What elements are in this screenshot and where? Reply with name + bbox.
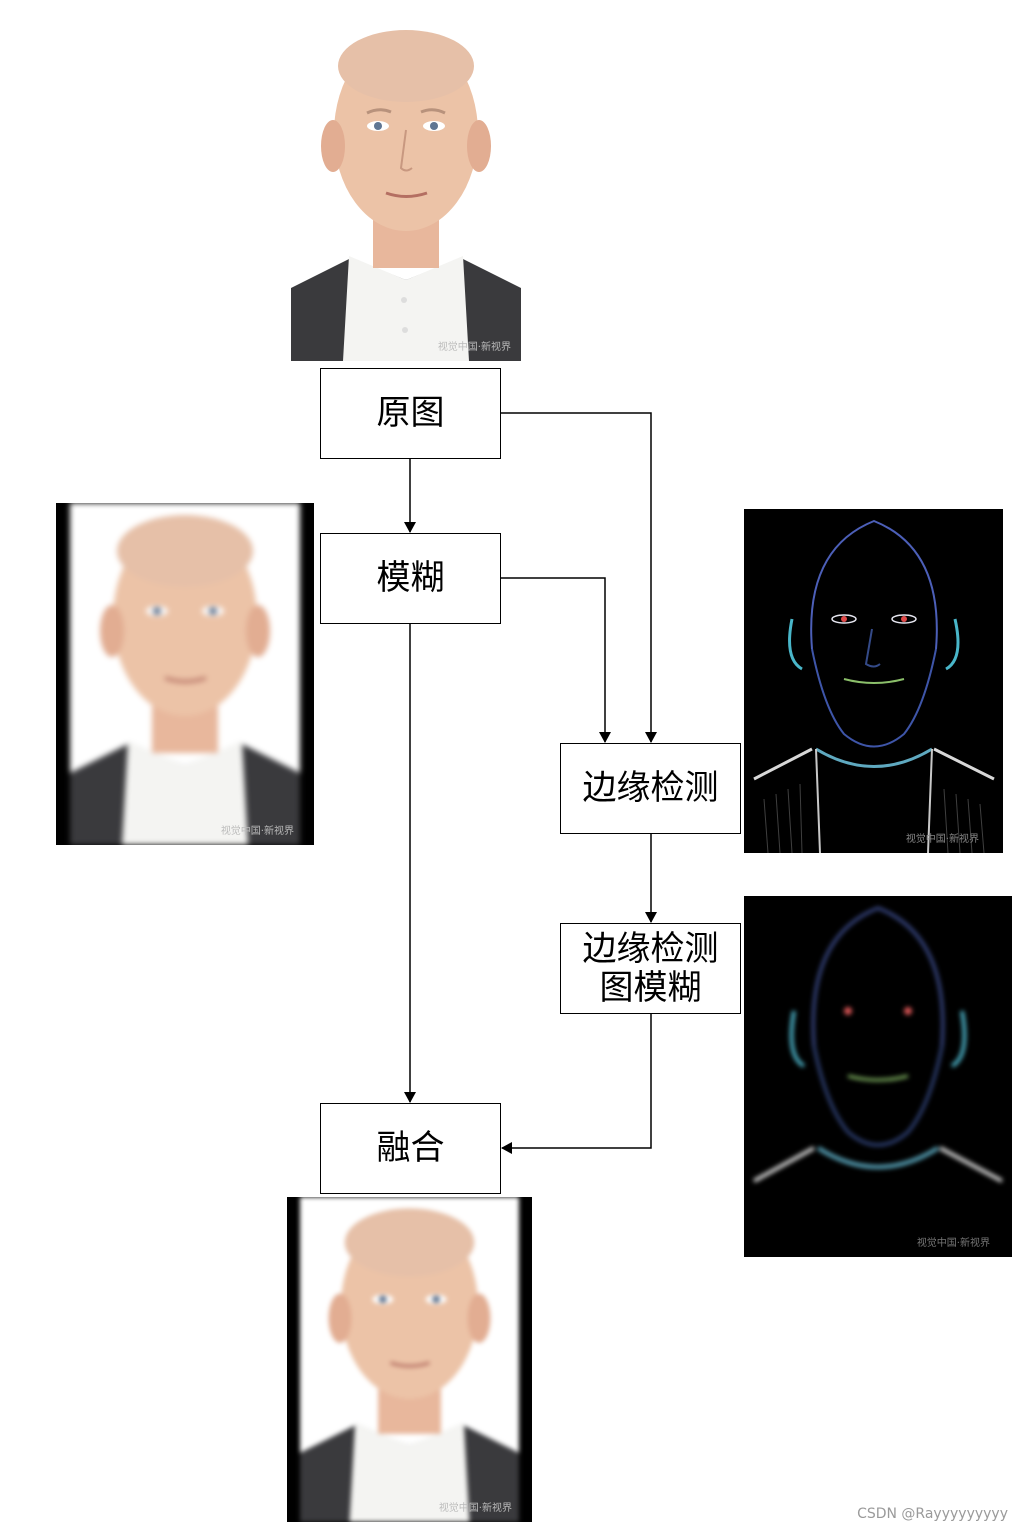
arrow-blur-to-edge bbox=[500, 577, 611, 743]
watermark: 视觉中国·新视界 bbox=[437, 342, 511, 353]
original-photo: 视觉中国·新视界 bbox=[291, 18, 521, 361]
node-edge-detection-label: 边缘检测 bbox=[582, 768, 719, 809]
arrow-original-to-edge bbox=[500, 412, 657, 743]
node-original: 原图 bbox=[320, 368, 501, 459]
node-fusion-label: 融合 bbox=[376, 1128, 445, 1169]
watermark: 视觉中国·新视界 bbox=[438, 1503, 512, 1514]
blurred-edge-photo: 视觉中国·新视界 bbox=[744, 896, 1012, 1257]
watermark: 视觉中国·新视界 bbox=[905, 834, 979, 845]
node-blur: 模糊 bbox=[320, 533, 501, 624]
node-edge-blur-label-line1: 边缘检测 bbox=[582, 929, 719, 970]
node-edge-blur: 边缘检测 图模糊 bbox=[560, 923, 741, 1014]
node-blur-label: 模糊 bbox=[376, 558, 445, 599]
watermark: 视觉中国·新视界 bbox=[220, 826, 294, 837]
arrow-edgeblur-to-fusion bbox=[501, 1013, 652, 1154]
node-original-label: 原图 bbox=[376, 393, 445, 434]
edge-detection-photo: 视觉中国·新视界 bbox=[744, 509, 1003, 853]
source-credit: CSDN @Rayyyyyyyyy bbox=[857, 1506, 1008, 1522]
node-edge-detection: 边缘检测 bbox=[560, 743, 741, 834]
watermark: 视觉中国·新视界 bbox=[916, 1238, 990, 1249]
fused-photo: 视觉中国·新视界 bbox=[287, 1197, 532, 1522]
blurred-photo: 视觉中国·新视界 bbox=[56, 503, 314, 845]
node-fusion: 融合 bbox=[320, 1103, 501, 1194]
node-edge-blur-label-line2: 图模糊 bbox=[599, 967, 702, 1008]
